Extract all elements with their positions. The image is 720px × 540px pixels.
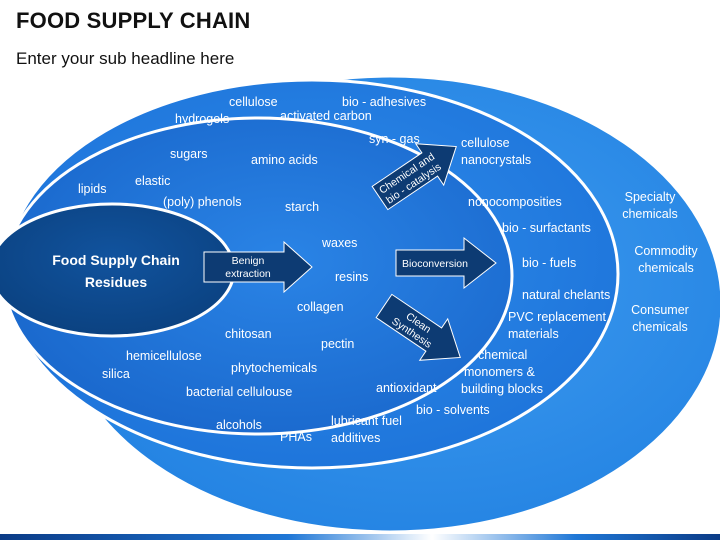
term-nonocomposities: nonocomposities <box>468 195 562 209</box>
bioconversion-arrow: Bioconversion <box>395 236 497 290</box>
term-pectin: pectin <box>321 337 354 351</box>
benign-label-1: Benign <box>232 255 265 267</box>
page-subtitle: Enter your sub headline here <box>16 49 235 68</box>
term-pvc-1: PVC replacement <box>508 310 606 324</box>
term-specialty-1: Specialty <box>625 190 676 204</box>
term-amino-acids: amino acids <box>251 153 318 167</box>
term-waxes: waxes <box>321 236 357 250</box>
term-hydrogels: hydrogels <box>175 112 229 126</box>
term-chitosan: chitosan <box>225 327 272 341</box>
term-silica: silica <box>102 367 130 381</box>
term-collagen: collagen <box>297 300 344 314</box>
term-lubricant-1: lubricant fuel <box>331 414 402 428</box>
footer-bar <box>0 534 720 540</box>
term-antioxidant: antioxidant <box>376 381 437 395</box>
term-bio-surfactants: bio - surfactants <box>502 221 591 235</box>
term-chemical-3: building blocks <box>461 382 543 396</box>
term-bacterial-cellulouse: bacterial cellulouse <box>186 385 292 399</box>
term-chemical-2: monomers & <box>464 365 536 379</box>
page-title: FOOD SUPPLY CHAIN <box>16 8 251 33</box>
term-syn-gas: syn - gas <box>369 132 420 146</box>
center-ellipse <box>0 202 236 338</box>
term-poly-phenols: (poly) phenols <box>163 195 242 209</box>
term-consumer-1: Consumer <box>631 303 689 317</box>
term-cellulose: cellulose <box>229 95 278 109</box>
term-resins: resins <box>335 270 368 284</box>
center-label-2: Residues <box>85 274 147 290</box>
term-lubricant-2: additives <box>331 431 380 445</box>
term-bio-solvents: bio - solvents <box>416 403 490 417</box>
term-chemical-1: chemical <box>478 348 527 362</box>
term-phytochemicals: phytochemicals <box>231 361 317 375</box>
term-cellulose-nano-2: nanocrystals <box>461 153 531 167</box>
term-bio-adhesives: bio - adhesives <box>342 95 426 109</box>
term-lipids: lipids <box>78 182 107 196</box>
term-commodity-1: Commodity <box>634 244 698 258</box>
term-activated-carbon: activated carbon <box>280 109 372 123</box>
bioconversion-label: Bioconversion <box>402 258 468 270</box>
center-label-1: Food Supply Chain <box>52 252 180 268</box>
term-specialty-2: chemicals <box>622 207 678 221</box>
term-phas: PHAs <box>280 430 312 444</box>
term-elastic: elastic <box>135 174 170 188</box>
term-natural-chelants: natural chelants <box>522 288 610 302</box>
term-starch: starch <box>285 200 319 214</box>
term-bio-fuels: bio - fuels <box>522 256 576 270</box>
term-consumer-2: chemicals <box>632 320 688 334</box>
term-sugars: sugars <box>170 147 208 161</box>
term-cellulose-nano-1: cellulose <box>461 136 510 150</box>
benign-label-2: extraction <box>225 268 271 280</box>
term-hemicellulose: hemicellulose <box>126 349 202 363</box>
term-pvc-2: materials <box>508 327 559 341</box>
term-commodity-2: chemicals <box>638 261 694 275</box>
benign-extraction-arrow: Benign extraction <box>203 240 313 294</box>
term-alcohols: alcohols <box>216 418 262 432</box>
